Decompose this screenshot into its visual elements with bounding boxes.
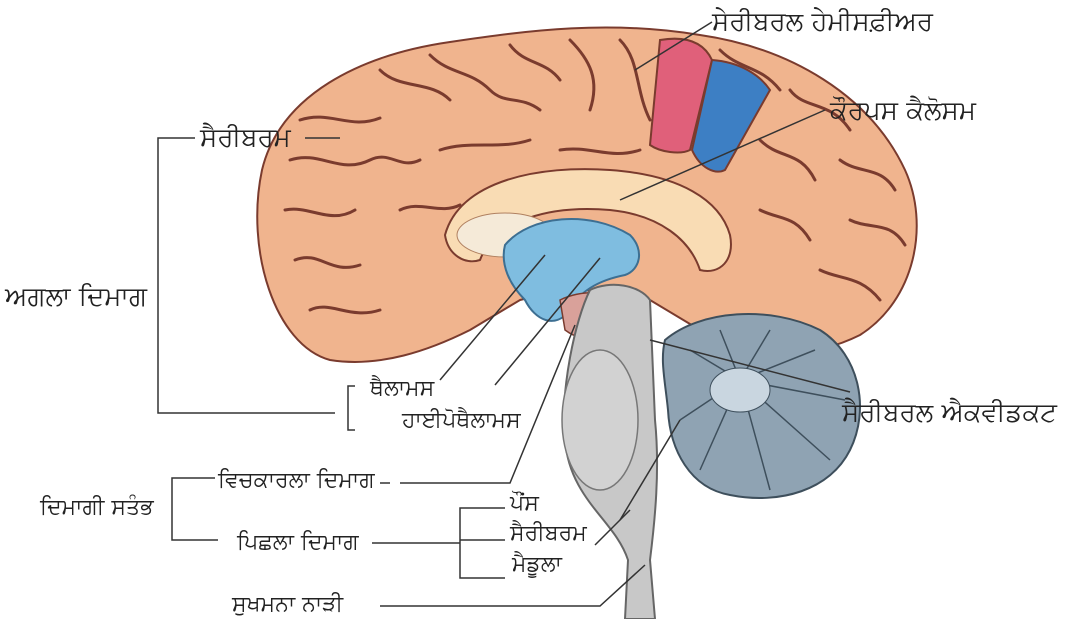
label-pons: ਪੌਂਸ <box>510 493 539 515</box>
label-spinal-cord: ਸੁਖਮਨਾ ਨਾੜੀ <box>232 594 343 616</box>
label-midbrain: ਵਿਚਕਾਰਲਾ ਦਿਮਾਗ <box>218 470 375 492</box>
label-cerebral-hemisphere: ਸੇਰੀਬਰਲ ਹੇਮੀਸਫ਼ੀਅਰ <box>712 9 933 35</box>
label-hypothalamus: ਹਾਈਪੋਥੈਲਾਮਸ <box>402 410 521 432</box>
label-corpus-callosum: ਕੌਰਪਸ ਕੈਲੋਸਮ <box>830 98 976 124</box>
pons-shape <box>562 350 638 490</box>
label-cerebrum-lower: ਸੈਰੀਬਰਮ <box>510 523 587 545</box>
label-medulla: ਮੈਡੂਲਾ <box>512 554 562 576</box>
label-thalamus: ਥੈਲਾਮਸ <box>370 378 434 400</box>
label-brain-stem: ਦਿਮਾਗੀ ਸਤੰਭ <box>40 497 154 519</box>
label-cerebrum-top: ਸੈਰੀਬਰਮ <box>200 125 291 151</box>
label-forebrain: ਅਗਲਾ ਦਿਮਾਗ <box>5 284 147 310</box>
label-cerebral-aqueduct: ਸੈਰੀਬਰਲ ਐਕਵੀਡਕਟ <box>842 400 1057 426</box>
label-hindbrain: ਪਿਛਲਾ ਦਿਮਾਗ <box>237 532 359 554</box>
